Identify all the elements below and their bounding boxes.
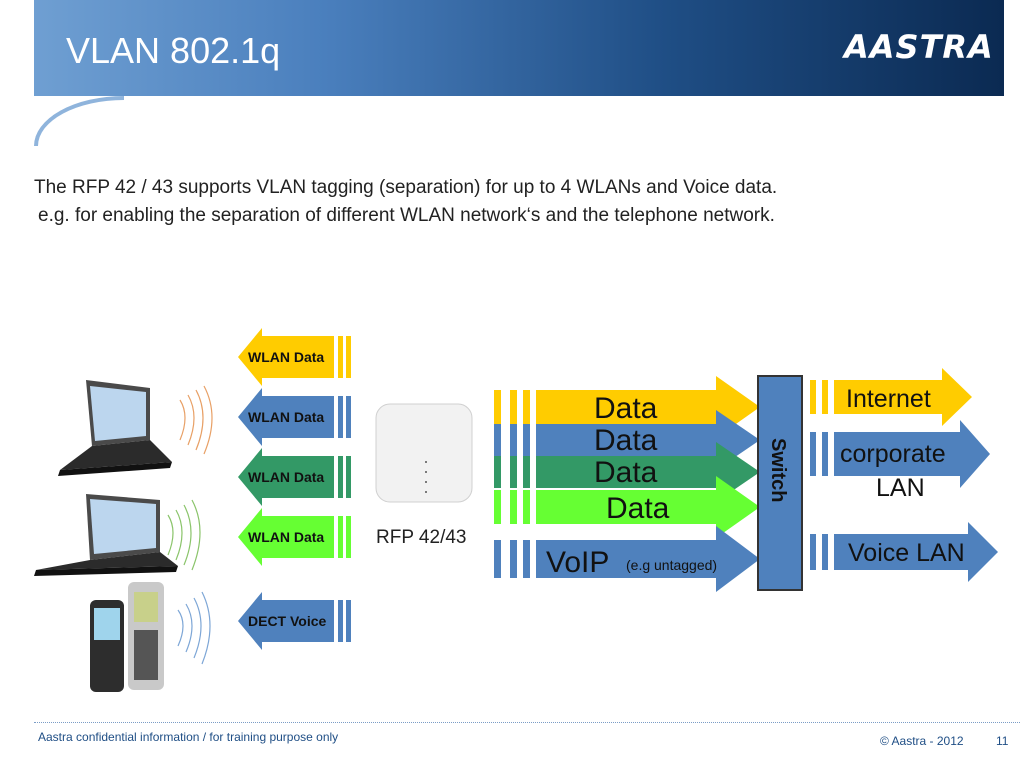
trunk-label: VoIP [546, 546, 609, 579]
laptop-icon [34, 494, 178, 576]
rfp-device-icon [375, 403, 473, 503]
body-line-2: e.g. for enabling the separation of diff… [38, 205, 775, 226]
slide-title: VLAN 802.1q [66, 30, 281, 71]
switch-box: Switch [757, 375, 803, 591]
switch-label: Switch [767, 438, 789, 502]
dect-phone-icon [90, 582, 164, 692]
output-label: Internet [846, 385, 931, 413]
output-arrow: Voice LAN [810, 522, 998, 582]
rfp-label: RFP 42/43 [376, 527, 466, 548]
wlan-arrow-label: DECT Voice [248, 613, 327, 629]
wireless-waves [167, 385, 213, 665]
body-line-1: The RFP 42 / 43 supports VLAN tagging (s… [34, 177, 778, 198]
output-label: corporate [840, 440, 946, 468]
body-text: The RFP 42 / 43 supports VLAN tagging (s… [34, 174, 777, 230]
footer-copyright: © Aastra - 2012 [880, 734, 964, 748]
trunk-label: Data [594, 392, 658, 425]
output-label: LAN [876, 474, 925, 502]
wlan-arrow-label: WLAN Data [248, 529, 324, 545]
wlan-arrow: DECT Voice [238, 592, 351, 650]
header-banner [34, 0, 1004, 96]
page-number: 11 [996, 734, 1009, 748]
wlan-arrow-label: WLAN Data [248, 349, 324, 365]
wlan-arrow: WLAN Data [238, 328, 351, 386]
wlan-arrow-label: WLAN Data [248, 409, 324, 425]
footer-divider [34, 722, 1020, 723]
wlan-arrow: WLAN Data [238, 448, 351, 506]
trunk-arrow: Data [494, 376, 760, 438]
aastra-logo: AASTRA [844, 28, 994, 66]
output-arrow: Internet [810, 368, 972, 426]
trunk-label: Data [594, 456, 658, 489]
trunk-arrow: VoIP (e.g untagged) [494, 526, 760, 592]
trunk-arrow: Data [494, 410, 760, 470]
footer-confidential: Aastra confidential information / for tr… [38, 730, 339, 744]
wlan-arrow: WLAN Data [238, 388, 351, 446]
trunk-arrow: Data [494, 476, 760, 538]
wlan-arrow: WLAN Data [238, 508, 351, 566]
wlan-arrow-label: WLAN Data [248, 469, 324, 485]
trunk-label: Data [606, 492, 670, 525]
output-label: Voice LAN [848, 539, 965, 567]
laptop-icon [58, 380, 172, 476]
trunk-label: Data [594, 424, 658, 457]
trunk-arrow: Data [494, 442, 760, 502]
voip-note: (e.g untagged) [626, 557, 717, 573]
